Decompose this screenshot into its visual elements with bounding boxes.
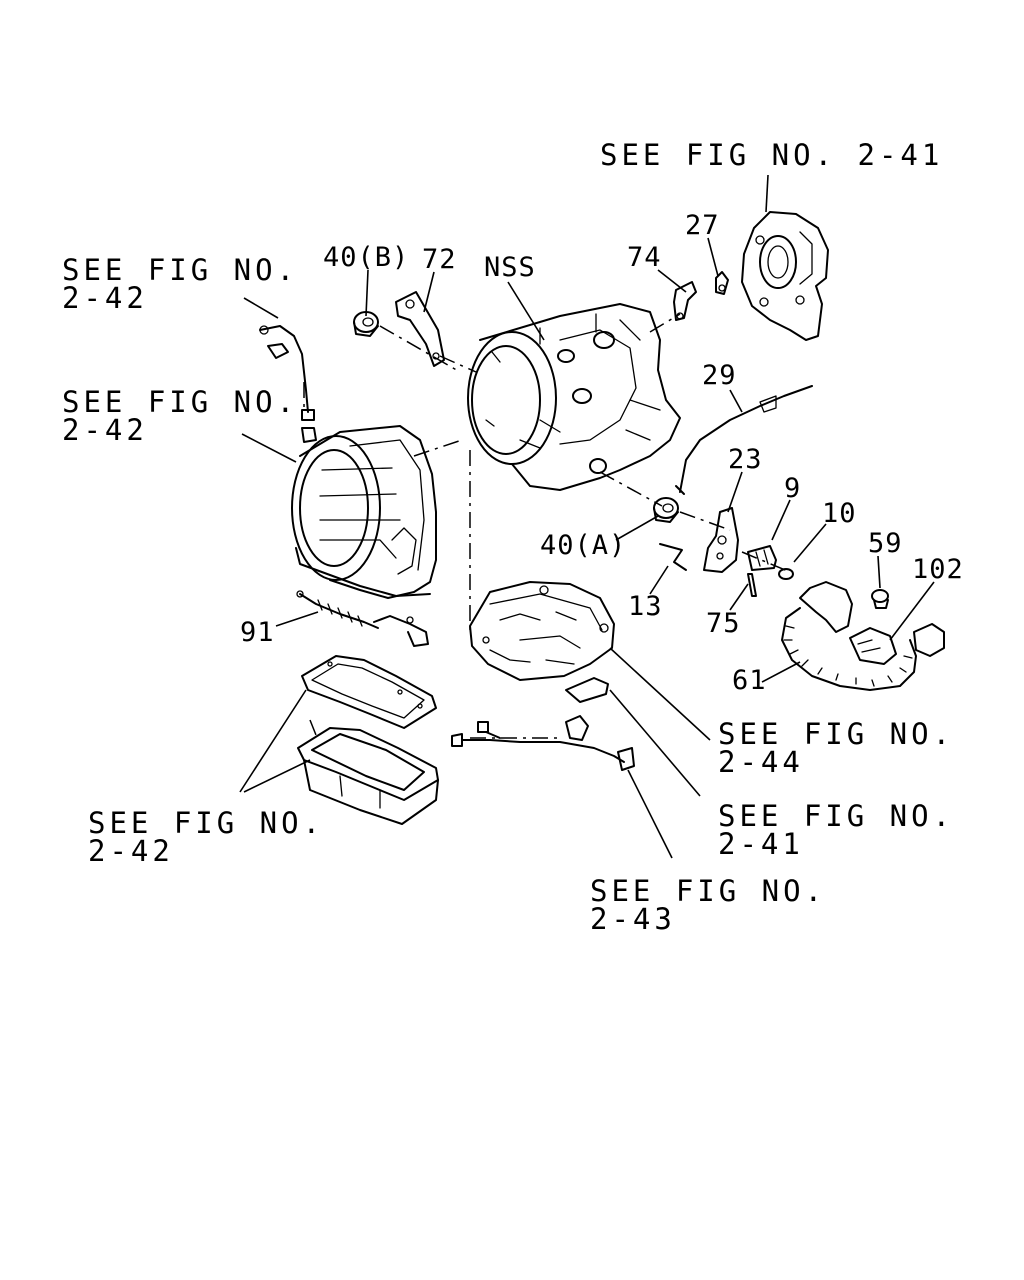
part-label-72[interactable]: 72	[422, 244, 457, 275]
part-clip	[565, 677, 609, 703]
wire-harness	[451, 715, 635, 771]
part-label-23[interactable]: 23	[728, 444, 763, 475]
part-label-10[interactable]: 10	[822, 498, 857, 529]
part-label-9[interactable]: 9	[784, 473, 801, 504]
part-label-13[interactable]: 13	[628, 591, 663, 622]
ref-fig-2-44-line1[interactable]: SEE FIG NO.	[718, 717, 954, 751]
extension-housing	[741, 211, 829, 341]
part-59-bolt	[871, 589, 889, 609]
leader-lines	[239, 174, 935, 859]
part-label-74[interactable]: 74	[627, 242, 662, 273]
reference-labels: SEE FIG NO. 2-41 SEE FIG NO. 2-42 SEE FI…	[62, 138, 954, 936]
part-13-spring	[659, 543, 687, 571]
ref-fig-2-42-b-line1[interactable]: SEE FIG NO.	[62, 385, 298, 419]
ref-fig-2-43-line1[interactable]: SEE FIG NO.	[590, 874, 826, 908]
ref-fig-2-41-top[interactable]: SEE FIG NO. 2-41	[600, 138, 943, 172]
ref-fig-2-42-a-line1[interactable]: SEE FIG NO.	[62, 253, 298, 287]
part-72-bracket	[395, 291, 445, 367]
part-75-pin	[747, 573, 757, 597]
ref-fig-2-42-c-line1[interactable]: SEE FIG NO.	[88, 806, 324, 840]
part-10-washer	[778, 568, 794, 580]
part-label-40b[interactable]: 40(B)	[323, 242, 409, 273]
part-label-59[interactable]: 59	[868, 528, 903, 559]
part-23-lever	[703, 507, 739, 573]
part-label-27[interactable]: 27	[685, 210, 720, 241]
part-40a-bushing	[653, 497, 679, 523]
part-9-switch	[747, 545, 777, 571]
ref-fig-2-44-line2[interactable]: 2-44	[718, 745, 804, 779]
ref-fig-2-42-b-line2[interactable]: 2-42	[62, 413, 148, 447]
part-label-102[interactable]: 102	[912, 554, 964, 585]
converter-housing	[291, 425, 437, 599]
breather-tube	[259, 325, 317, 443]
part-label-75[interactable]: 75	[706, 608, 741, 639]
part-27-pin	[715, 271, 729, 295]
oil-pan-gasket	[301, 655, 437, 729]
part-74-lever	[673, 281, 697, 321]
part-102-connector	[849, 627, 897, 665]
part-61-harness	[781, 581, 945, 691]
part-40b-bushing	[353, 311, 379, 337]
ref-fig-2-41-b-line1[interactable]: SEE FIG NO.	[718, 799, 954, 833]
assembly-lines	[303, 313, 791, 741]
valve-body	[469, 581, 615, 681]
part-label-61[interactable]: 61	[732, 665, 767, 696]
ref-fig-2-43-line2[interactable]: 2-43	[590, 902, 676, 936]
transmission-case	[467, 303, 681, 491]
part-91-wire	[296, 590, 429, 647]
part-label-nss[interactable]: NSS	[484, 252, 536, 283]
part-label-91[interactable]: 91	[240, 617, 275, 648]
part-label-40a[interactable]: 40(A)	[540, 530, 626, 561]
ref-fig-2-42-c-line2[interactable]: 2-42	[88, 834, 174, 868]
oil-pan	[297, 727, 439, 825]
part-29-cable	[675, 385, 813, 495]
ref-fig-2-42-a-line2[interactable]: 2-42	[62, 281, 148, 315]
ref-fig-2-41-b-line2[interactable]: 2-41	[718, 827, 804, 861]
part-number-labels: 40(B) 72 NSS 74 27 29 23 9 10 59 102 40(…	[240, 210, 964, 696]
part-label-29[interactable]: 29	[702, 360, 737, 391]
